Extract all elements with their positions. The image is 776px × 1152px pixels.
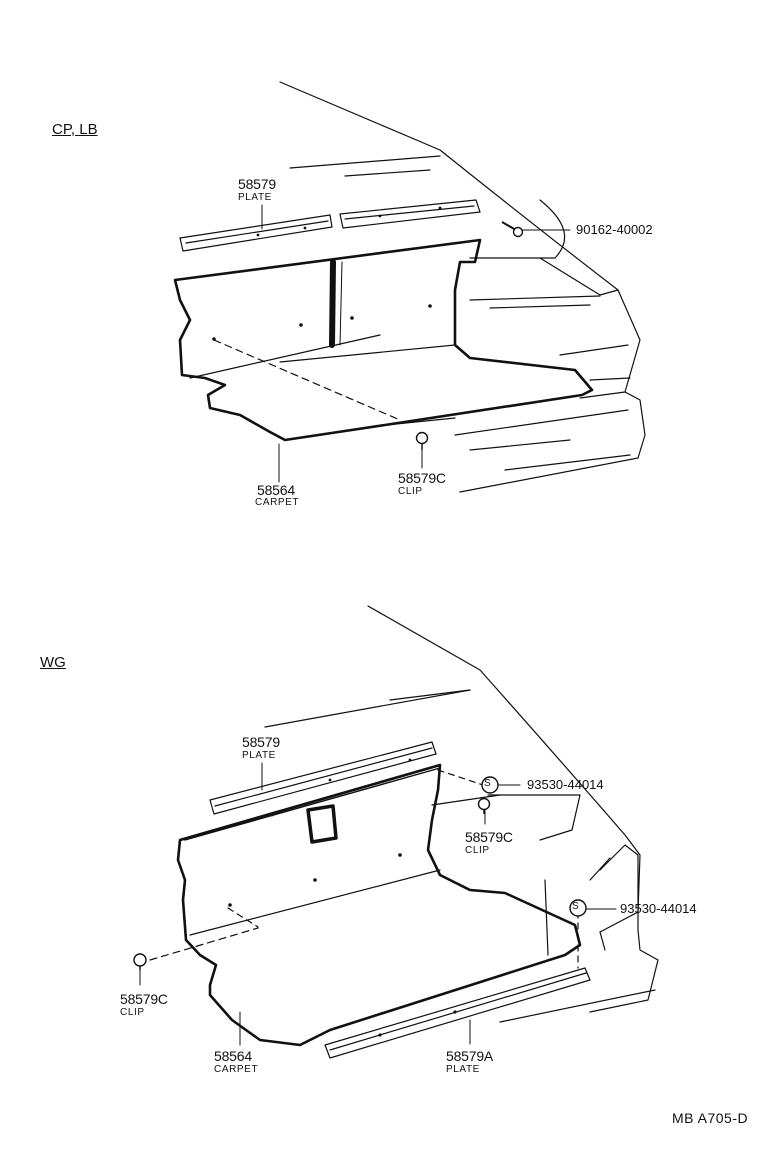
bottom-clip-right-part-number: 58579C [465, 829, 513, 845]
top-trunk-floor-lines [189, 334, 456, 426]
screw-symbol-2-letter: S [572, 901, 579, 912]
top-plate-part-name: PLATE [238, 192, 272, 203]
bottom-screw-ref-2: 93530-44014 [620, 901, 697, 916]
top-carpet [173, 238, 594, 442]
top-carpet-part-number: 58564 [257, 482, 295, 498]
screw-symbol-1-letter: S [484, 778, 491, 789]
top-bolt-ref: 90162-40002 [576, 222, 653, 237]
section-label-cp-lb: CP, LB [52, 121, 98, 138]
bottom-car-body-outline [264, 605, 659, 1023]
section-label-wg: WG [40, 654, 66, 671]
fasteners [133, 221, 587, 970]
bottom-clip-left-part-number: 58579C [120, 991, 168, 1007]
bottom-carpet [176, 763, 582, 1047]
bottom-trunk-floor-lines [149, 769, 579, 969]
bottom-clip-left-icon [133, 953, 147, 970]
mounting-dots [212, 206, 457, 1037]
bottom-rear-plate-part-name: PLATE [446, 1064, 480, 1075]
top-clip-part-number: 58579C [398, 470, 446, 486]
bottom-carpet-part-name: CARPET [214, 1064, 259, 1075]
top-bolt-icon [501, 221, 524, 238]
bottom-rear-plate-part-number: 58579A [446, 1048, 494, 1064]
bottom-screw-ref-1: 93530-44014 [527, 777, 604, 792]
top-plate [179, 199, 481, 252]
top-carpet-part-name: CARPET [255, 497, 300, 508]
leader-lines [139, 204, 617, 1046]
bottom-carpet-part-number: 58564 [214, 1048, 252, 1064]
top-clip-icon [415, 431, 429, 450]
screw-symbol-1-icon [481, 776, 499, 794]
top-car-body-outline [279, 81, 646, 493]
bottom-clip-right-icon [477, 797, 491, 814]
bottom-plate-part-name: PLATE [242, 750, 276, 761]
bottom-rear-plate [324, 967, 591, 1059]
bottom-clip-right-part-name: CLIP [465, 845, 490, 856]
top-plate-part-number: 58579 [238, 176, 276, 192]
bottom-clip-left-part-name: CLIP [120, 1007, 145, 1018]
top-clip-part-name: CLIP [398, 486, 423, 497]
diagram-code: MB A705-D [672, 1110, 749, 1126]
bottom-plate [209, 741, 437, 815]
bottom-plate-part-number: 58579 [242, 734, 280, 750]
screw-symbol-2-icon [569, 899, 587, 917]
